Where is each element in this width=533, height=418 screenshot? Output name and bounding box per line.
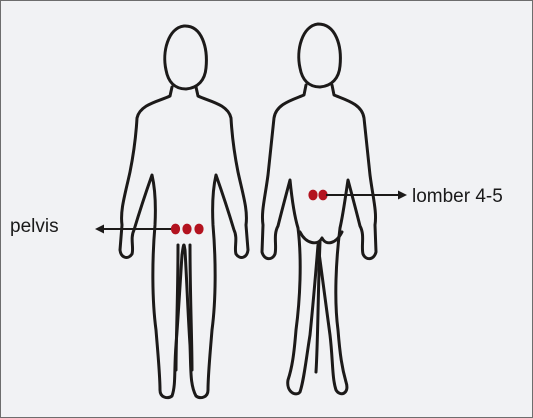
lumbar-label: lomber 4-5 xyxy=(412,187,503,206)
front-body-figure xyxy=(120,26,248,398)
pelvis-marker-2 xyxy=(182,224,191,235)
pelvis-arrow-head xyxy=(95,225,104,234)
pelvis-marker-3 xyxy=(194,224,203,235)
lumbar-marker-1 xyxy=(308,190,317,201)
pelvis-marker-1 xyxy=(171,224,180,235)
back-body-outline xyxy=(262,85,376,394)
front-body-outline xyxy=(120,87,248,398)
front-head-outline xyxy=(165,26,207,89)
front-right-leg-line xyxy=(190,245,192,370)
front-left-leg-line xyxy=(176,245,178,370)
pelvis-label: pelvis xyxy=(10,217,59,236)
lumbar-arrow xyxy=(326,191,407,200)
lumbar-markers xyxy=(308,190,327,201)
back-body-figure xyxy=(262,24,376,394)
lumbar-arrow-head xyxy=(398,191,407,200)
back-head-outline xyxy=(299,24,341,87)
pelvis-markers xyxy=(171,224,204,235)
